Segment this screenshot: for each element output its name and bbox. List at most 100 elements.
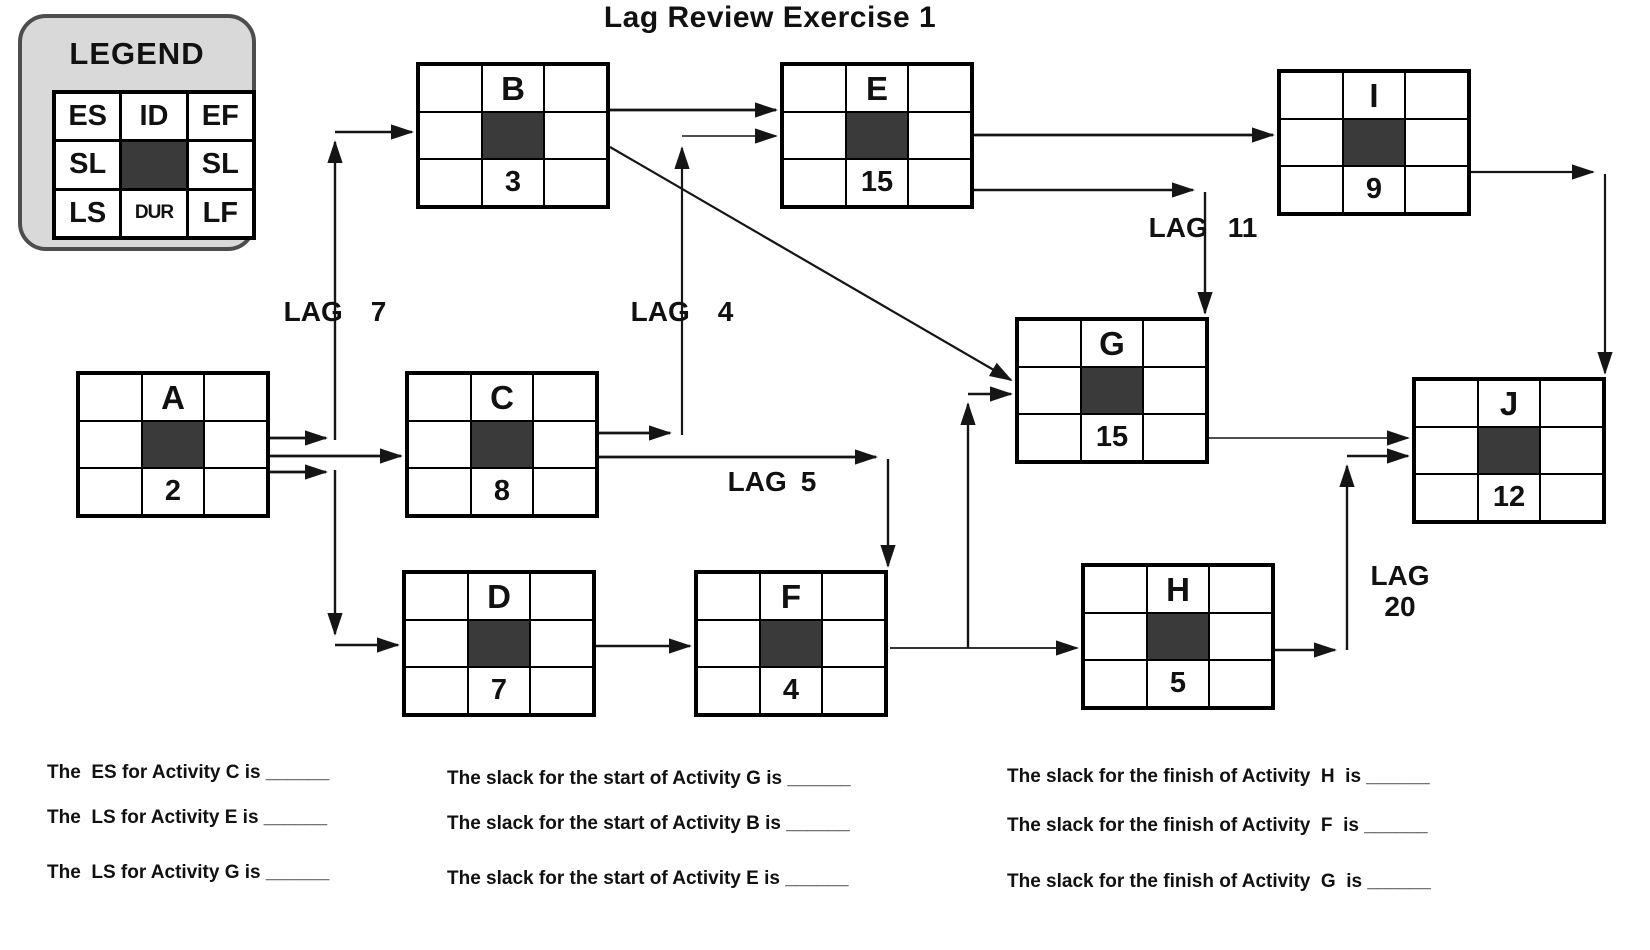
legend-cell-sl-left: SL xyxy=(56,142,120,188)
node-cell xyxy=(823,621,884,666)
node-cell xyxy=(1144,368,1205,413)
node-cell xyxy=(1210,567,1271,612)
node-cell xyxy=(784,160,845,205)
activity-node-E: E 15 xyxy=(780,62,974,209)
legend-cell-es: ES xyxy=(56,94,120,140)
node-center-cell xyxy=(1147,614,1209,659)
node-cell xyxy=(80,469,141,514)
legend-cell-dur: DUR xyxy=(122,190,186,236)
node-cell xyxy=(909,66,970,111)
node-cell xyxy=(1210,614,1271,659)
node-cell xyxy=(1085,661,1146,706)
legend-grid: ES ID EF SL SL LS DUR LF xyxy=(52,90,256,240)
lag-word: LAG xyxy=(630,296,690,327)
legend-title: LEGEND xyxy=(69,36,205,71)
node-cell xyxy=(406,574,467,619)
node-duration: 8 xyxy=(471,469,533,514)
node-cell xyxy=(420,113,481,158)
lag-label-7: LAG 7 xyxy=(205,296,465,328)
edge-E-G-lag11 xyxy=(974,182,1213,315)
question-es-c: The ES for Activity C is ______ xyxy=(47,762,330,783)
node-duration: 5 xyxy=(1147,661,1209,706)
node-cell xyxy=(784,66,845,111)
activity-node-J: J 12 xyxy=(1412,377,1606,524)
node-cell xyxy=(1416,475,1477,520)
node-duration: 9 xyxy=(1343,167,1405,212)
node-duration: 7 xyxy=(468,668,530,713)
node-center-cell xyxy=(142,422,204,467)
lag-label-11: LAG 11 xyxy=(1073,212,1333,244)
node-cell xyxy=(1406,167,1467,212)
node-cell xyxy=(1541,428,1602,473)
node-cell xyxy=(531,621,592,666)
activity-node-A: A 2 xyxy=(76,371,270,518)
node-cell xyxy=(698,668,759,713)
legend-cell-sl-right: SL xyxy=(188,142,252,188)
legend-cell-id: ID xyxy=(122,94,186,140)
node-cell xyxy=(823,574,884,619)
node-duration: 3 xyxy=(482,160,544,205)
legend-cell-ef: EF xyxy=(188,94,252,140)
node-cell xyxy=(1281,167,1342,212)
node-id: J xyxy=(1478,381,1540,426)
lag-word: LAG xyxy=(1370,560,1430,591)
node-cell xyxy=(1406,73,1467,118)
node-id: B xyxy=(482,66,544,111)
edge-B-G xyxy=(609,146,1013,381)
legend-cell-lf: LF xyxy=(188,190,252,236)
page-title: Lag Review Exercise 1 xyxy=(603,1,937,34)
node-cell xyxy=(1019,321,1080,366)
activity-node-B: B 3 xyxy=(416,62,610,209)
node-center-cell xyxy=(1478,428,1540,473)
edge-A-B-lag7 xyxy=(270,124,414,446)
node-id: G xyxy=(1081,321,1143,366)
node-id: E xyxy=(846,66,908,111)
lag-word: LAG xyxy=(727,466,787,497)
node-cell xyxy=(698,621,759,666)
node-duration: 12 xyxy=(1478,475,1540,520)
node-id: D xyxy=(468,574,530,619)
edge-I-J xyxy=(1471,164,1613,375)
edge-A-D xyxy=(270,464,400,653)
node-cell xyxy=(409,375,470,420)
node-cell xyxy=(534,469,595,514)
node-cell xyxy=(1281,73,1342,118)
node-cell xyxy=(545,160,606,205)
lag-word: LAG xyxy=(1148,212,1208,243)
node-center-cell xyxy=(846,113,908,158)
legend-box: LEGEND ES ID EF SL SL LS DUR LF xyxy=(18,14,256,251)
node-cell xyxy=(1210,661,1271,706)
question-slack-start-e: The slack for the start of Activity E is… xyxy=(447,868,849,889)
question-slack-start-b: The slack for the start of Activity B is… xyxy=(447,813,850,834)
node-cell xyxy=(409,422,470,467)
node-cell xyxy=(1144,415,1205,460)
lag-value: 20 xyxy=(1384,591,1416,623)
edge-C-F-lag5 xyxy=(599,449,896,568)
node-cell xyxy=(531,668,592,713)
node-cell xyxy=(909,113,970,158)
node-cell xyxy=(1019,415,1080,460)
node-cell xyxy=(531,574,592,619)
node-center-cell xyxy=(482,113,544,158)
node-cell xyxy=(420,160,481,205)
lag-value: 7 xyxy=(370,296,387,327)
node-cell xyxy=(1019,368,1080,413)
node-duration: 15 xyxy=(846,160,908,205)
lag-value: 4 xyxy=(717,296,734,327)
node-cell xyxy=(80,422,141,467)
node-cell xyxy=(205,469,266,514)
node-cell xyxy=(823,668,884,713)
node-cell xyxy=(1416,428,1477,473)
node-cell xyxy=(406,621,467,666)
edge-F-G xyxy=(960,386,1013,648)
node-id: A xyxy=(142,375,204,420)
node-cell xyxy=(80,375,141,420)
lag-value: 11 xyxy=(1227,212,1258,243)
node-cell xyxy=(534,375,595,420)
lag-word: LAG xyxy=(283,296,343,327)
node-cell xyxy=(909,160,970,205)
node-cell xyxy=(1144,321,1205,366)
activity-node-C: C 8 xyxy=(405,371,599,518)
